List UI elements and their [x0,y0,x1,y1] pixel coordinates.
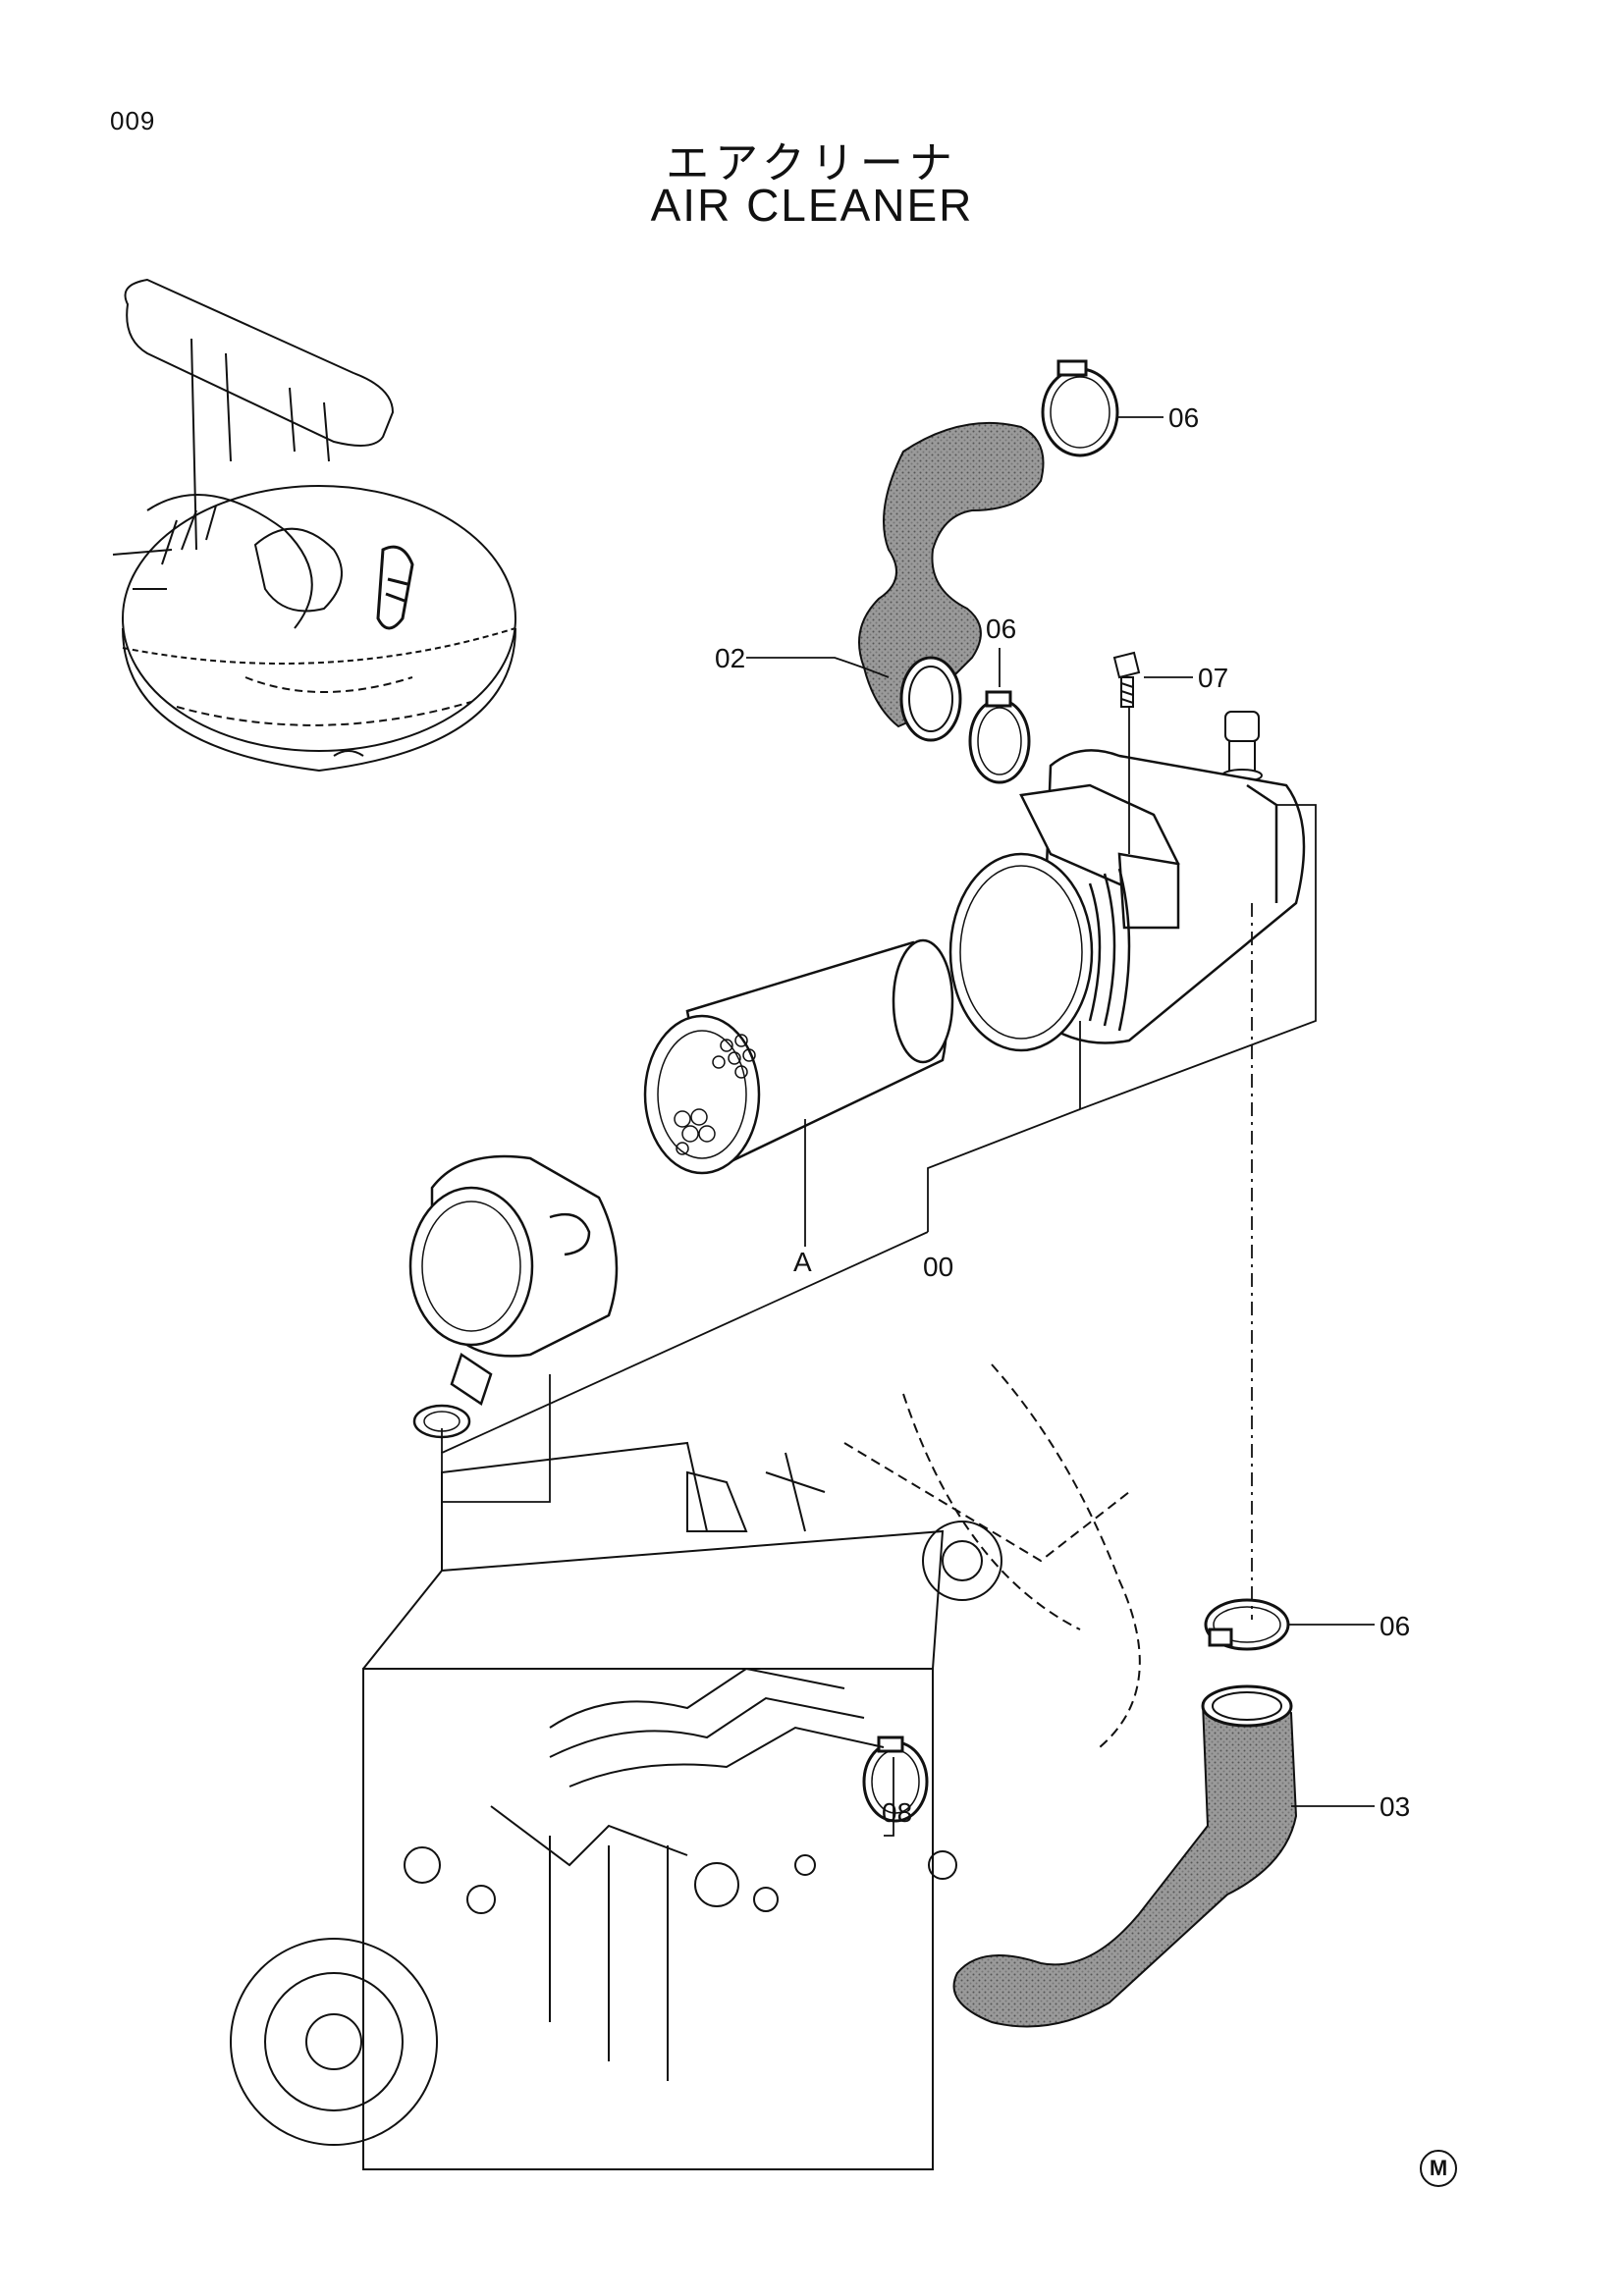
callout-03: 03 [1380,1791,1410,1822]
mounting-bolt [1112,651,1141,708]
callout-02: 02 [715,643,745,673]
hose-clamp-engine [862,1735,929,1823]
air-cleaner-cover [408,1154,619,1439]
page-title-english: AIR CLEANER [650,180,974,231]
page-number: 009 [110,106,156,135]
hose-clamp-top [1041,359,1119,457]
maker-mark-icon: M [1420,2150,1457,2187]
callout-06-middle: 06 [986,614,1016,644]
callout-06-lower: 06 [1380,1611,1410,1641]
callout-07: 07 [1198,663,1228,693]
restriction-indicator [1221,711,1263,782]
engine-illustration [230,1363,1141,2170]
upper-intake-hose [858,421,1045,742]
leader-lines [441,416,1375,1837]
callout-08: 08 [882,1797,912,1828]
lower-intake-hose [952,1684,1298,2028]
hose-clamp-middle [968,690,1031,784]
filter-element [643,938,954,1175]
hose-clamp-lower [1204,1598,1290,1651]
air-cleaner-housing [948,749,1306,1052]
page-title-japanese: エアクリーナ [666,138,958,188]
machine-overview-illustration [112,278,516,773]
callout-00: 00 [923,1252,953,1282]
callout-a: A [793,1247,812,1277]
callout-06-top: 06 [1168,402,1199,433]
